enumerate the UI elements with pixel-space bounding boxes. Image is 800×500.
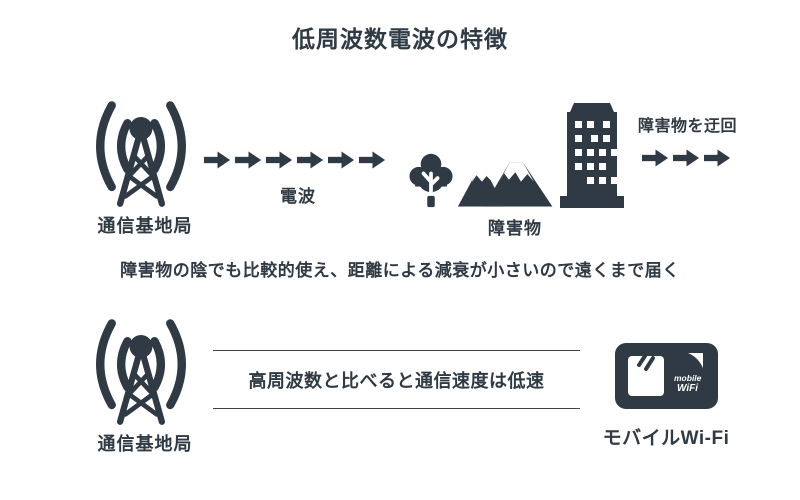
arrow-right-icon: [235, 150, 262, 170]
bypass-label: 障害物を迂回: [638, 118, 738, 135]
speed-note: 高周波数と比べると通信速度は低速: [248, 370, 545, 391]
base-station-bottom: 通信基地局: [75, 313, 215, 456]
page-title: 低周波数電波の特徴: [292, 26, 508, 52]
device-brand-line1: mobile: [674, 373, 702, 383]
arrow-right-icon: [297, 150, 324, 170]
arrow-right-icon: [673, 148, 700, 168]
building-icon: [556, 103, 628, 208]
base-station-label: 通信基地局: [97, 434, 193, 454]
arrow-right-icon: [642, 148, 669, 168]
arrow-right-icon: [704, 148, 731, 168]
base-station-icon: [75, 313, 207, 428]
arrow-right-icon: [266, 150, 293, 170]
tree-icon: [407, 151, 455, 209]
radio-wave-arrows: [204, 150, 392, 170]
obstacles-label: 障害物: [488, 219, 542, 238]
speed-note-box: 高周波数と比べると通信速度は低速: [213, 350, 580, 409]
base-station-label: 通信基地局: [97, 216, 193, 236]
bypass-arrows: [642, 148, 736, 168]
device-brand-line2: WiFi: [677, 383, 698, 394]
mountain-icon: [456, 158, 558, 207]
arrow-right-icon: [359, 150, 386, 170]
mobile-wifi-label: モバイルWi-Fi: [602, 428, 730, 449]
base-station-icon: [75, 95, 207, 210]
middle-caption: 障害物の陰でも比較的使え、距離による減衰が小さいので遠くまで届く: [120, 261, 680, 280]
mobile-wifi-icon: mobile WiFi: [615, 343, 718, 409]
radio-wave-label: 電波: [280, 187, 316, 206]
arrow-right-icon: [204, 150, 231, 170]
base-station-top: 通信基地局: [75, 95, 215, 238]
arrow-right-icon: [328, 150, 355, 170]
